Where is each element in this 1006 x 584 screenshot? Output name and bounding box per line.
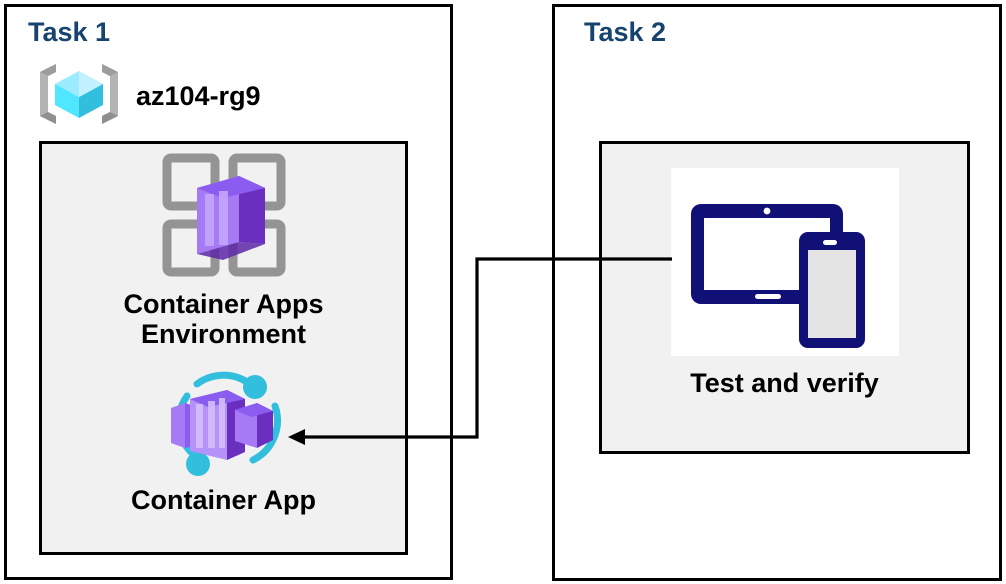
container-apps-environment-icon: [161, 152, 287, 283]
task-1-title: Task 1: [28, 17, 111, 47]
node-container-app: Container App: [39, 368, 408, 515]
resource-group-row: az104-rg9: [36, 58, 261, 135]
node-test-and-verify: Test and verify: [599, 168, 970, 398]
task-2-title: Task 2: [584, 17, 667, 47]
container-app-caption: Container App: [131, 485, 316, 515]
test-and-verify-devices-icon: [670, 168, 899, 356]
test-and-verify-caption: Test and verify: [690, 368, 879, 398]
container-app-icon: [157, 368, 291, 483]
resource-group-icon: [36, 58, 122, 135]
node-container-apps-environment: Container Apps Environment: [39, 152, 408, 349]
container-apps-environment-caption: Container Apps Environment: [123, 289, 324, 350]
resource-group-label: az104-rg9: [136, 81, 261, 111]
